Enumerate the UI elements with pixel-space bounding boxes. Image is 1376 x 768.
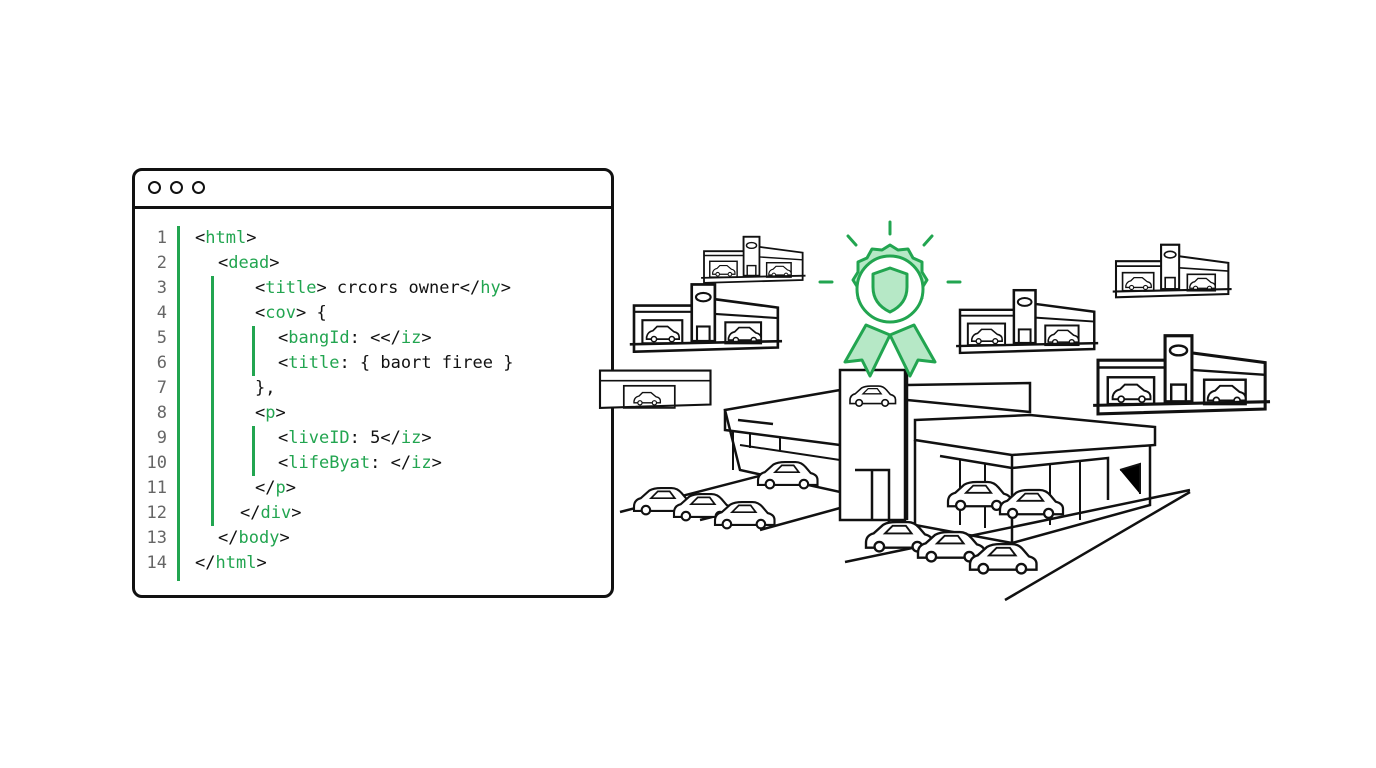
code-punctuation: > [291, 503, 302, 523]
code-punctuation: < [278, 428, 289, 448]
code-punctuation: > [285, 478, 296, 498]
code-punctuation: > [246, 228, 257, 248]
code-punctuation: > [421, 328, 432, 348]
code-text: <title: { baort firee } [278, 351, 513, 376]
line-number: 13 [146, 528, 167, 548]
code-tag-name: html [215, 553, 257, 573]
code-tag-name: cov [265, 303, 296, 323]
line-number: 11 [146, 478, 167, 498]
line-number: 4 [156, 303, 167, 323]
code-text: <html> [195, 226, 256, 251]
shield-award-badge-icon [818, 220, 962, 378]
code-punctuation: </ [255, 478, 276, 498]
code-text: </p> [255, 476, 296, 501]
code-punctuation: </ [218, 528, 239, 548]
code-tag-name: html [205, 228, 247, 248]
code-punctuation: < [218, 253, 229, 273]
line-number: 7 [156, 378, 167, 398]
code-punctuation: < [278, 328, 289, 348]
code-text: <bangId: <</iz> [278, 326, 432, 351]
code-text: }, [255, 376, 275, 401]
satellite-dealership [1113, 245, 1232, 297]
code-tag-name: p [275, 478, 286, 498]
code-punctuation: > [256, 553, 267, 573]
code-text: <cov> { [255, 301, 327, 326]
code-tag-name: div [260, 503, 292, 523]
code-punctuation: : </ [370, 453, 412, 473]
code-punctuation: > [279, 528, 290, 548]
code-punctuation: < [278, 453, 289, 473]
code-punctuation: > [421, 428, 432, 448]
window-control-dot[interactable] [192, 181, 205, 194]
code-text: </html> [195, 551, 267, 576]
code-punctuation: : 5</ [349, 428, 401, 448]
code-punctuation: </ [240, 503, 261, 523]
code-editor-window: 1<html>2<dead>3<title> crcors owner</hy>… [132, 168, 614, 598]
code-tag-name: title [288, 353, 340, 373]
code-punctuation: </ [195, 553, 216, 573]
satellite-dealership [630, 285, 782, 352]
line-number: 6 [156, 353, 167, 373]
line-number: 2 [156, 253, 167, 273]
code-text: <p> [255, 401, 286, 426]
code-punctuation: > { [295, 303, 327, 323]
line-number: 12 [146, 503, 167, 523]
code-gutter-line [177, 226, 180, 581]
code-punctuation: > [275, 403, 286, 423]
code-punctuation: < [255, 278, 266, 298]
window-control-dot[interactable] [148, 181, 161, 194]
code-punctuation: < [255, 303, 266, 323]
satellite-dealership [1093, 336, 1270, 414]
line-number: 3 [156, 278, 167, 298]
code-tag-name: bangId [288, 328, 350, 348]
code-punctuation: < [255, 403, 266, 423]
indent-guide [211, 276, 214, 526]
code-text: <title> crcors owner</hy> [255, 276, 511, 301]
code-text: <lifeByat: </iz> [278, 451, 442, 476]
line-number: 1 [156, 228, 167, 248]
indent-guide [252, 426, 255, 476]
code-punctuation: > [431, 453, 442, 473]
code-punctuation: : <</ [349, 328, 401, 348]
satellite-dealership [701, 237, 805, 283]
indent-guide [252, 326, 255, 376]
code-tag-name: dead [228, 253, 270, 273]
window-control-dot[interactable] [170, 181, 183, 194]
code-tag-name: body [238, 528, 280, 548]
code-tag-name: hy [480, 278, 501, 298]
satellite-dealership [598, 369, 712, 409]
code-tag-name: iz [400, 428, 422, 448]
line-number: 5 [156, 328, 167, 348]
code-punctuation: < [195, 228, 206, 248]
code-punctuation: > [269, 253, 280, 273]
line-number: 8 [156, 403, 167, 423]
code-tag-name: iz [400, 328, 422, 348]
code-punctuation: }, [255, 378, 276, 398]
satellite-dealership [956, 290, 1098, 353]
main-dealership [632, 368, 1157, 575]
code-tag-name: iz [411, 453, 432, 473]
code-punctuation: < [278, 353, 289, 373]
line-number: 9 [156, 428, 167, 448]
window-titlebar [135, 171, 611, 209]
code-punctuation: > crcors owner</ [316, 278, 481, 298]
code-tag-name: lifeByat [288, 453, 371, 473]
code-text: </body> [218, 526, 290, 551]
code-tag-name: liveID [288, 428, 350, 448]
code-punctuation: > [500, 278, 511, 298]
code-text: <liveID: 5</iz> [278, 426, 432, 451]
code-text: </div> [240, 501, 301, 526]
code-tag-name: p [265, 403, 276, 423]
line-number: 14 [146, 553, 167, 573]
code-punctuation: : { baort firee } [339, 353, 514, 373]
line-number: 10 [146, 453, 167, 473]
code-text: <dead> [218, 251, 279, 276]
code-tag-name: title [265, 278, 317, 298]
